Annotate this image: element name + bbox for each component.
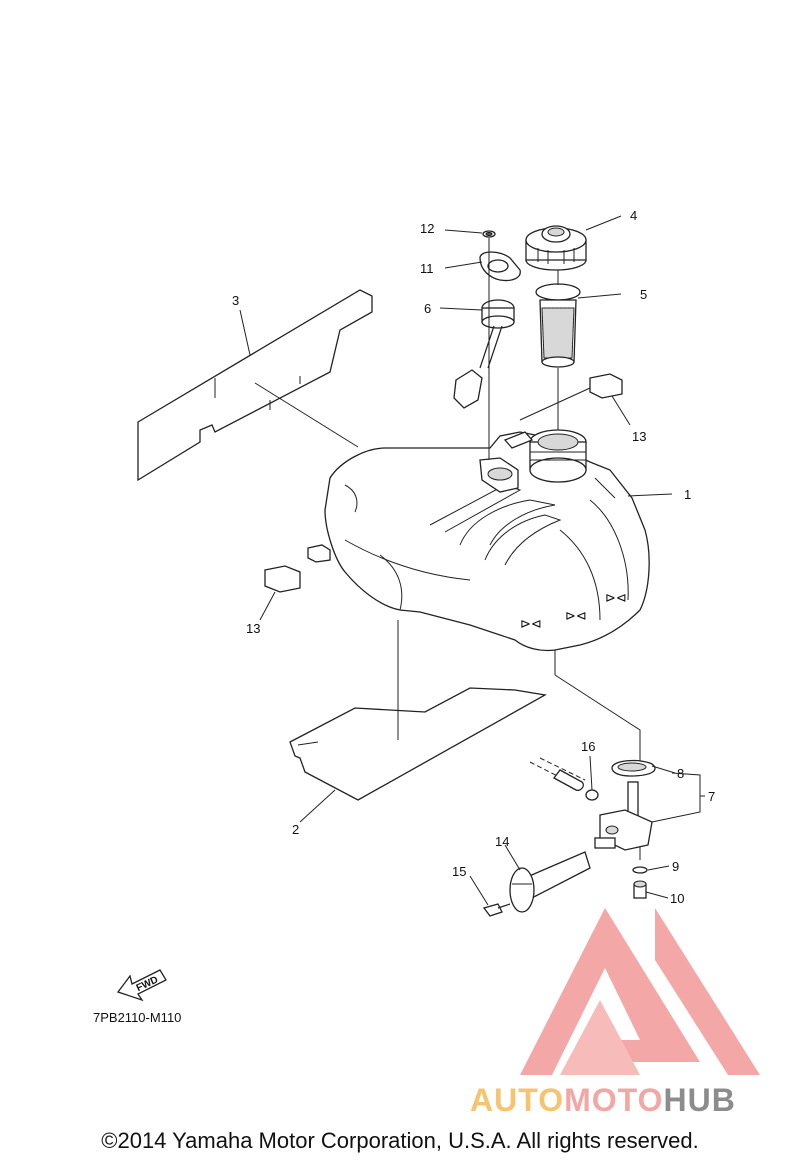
fwd-arrow-icon: FWD bbox=[116, 969, 167, 1002]
diagram-code: 7PB2110-M110 bbox=[93, 1010, 182, 1025]
watermark-part1: AUTO bbox=[470, 1082, 565, 1118]
callout-8: 8 bbox=[677, 766, 684, 781]
part-13-damper-left bbox=[264, 544, 331, 593]
part-3-protector bbox=[137, 289, 373, 482]
callout-1: 1 bbox=[684, 487, 691, 502]
callout-12: 12 bbox=[420, 221, 434, 236]
part-6-sender-unit bbox=[453, 299, 515, 409]
part-8-o-ring bbox=[611, 759, 656, 777]
callout-9: 9 bbox=[672, 859, 679, 874]
callout-11: 11 bbox=[420, 261, 434, 276]
callout-3: 3 bbox=[232, 293, 239, 308]
callout-5: 5 bbox=[640, 287, 647, 302]
callout-6: 6 bbox=[424, 301, 431, 316]
leader-lines bbox=[239, 215, 705, 906]
watermark-part2: MOTO bbox=[564, 1082, 664, 1118]
watermark-part3: HUB bbox=[663, 1082, 736, 1118]
svg-text:⊳⊲: ⊳⊲ bbox=[565, 608, 587, 623]
callout-numbers: 1 2 3 4 5 6 7 8 9 10 11 12 13 13 14 15 1… bbox=[232, 208, 715, 906]
part-2-protector bbox=[289, 620, 547, 801]
part-15-screw bbox=[482, 903, 511, 917]
callout-15: 15 bbox=[452, 864, 466, 879]
part-12-washer bbox=[482, 230, 496, 238]
part-7-fuel-cock bbox=[594, 781, 653, 851]
part-11-gasket bbox=[479, 251, 521, 282]
callout-13-right: 13 bbox=[632, 429, 646, 444]
callout-14: 14 bbox=[495, 834, 509, 849]
callout-7: 7 bbox=[708, 789, 715, 804]
watermark-logo-text: AUTOMOTOHUB bbox=[470, 1082, 736, 1119]
callout-13-left: 13 bbox=[246, 621, 260, 636]
callout-16: 16 bbox=[581, 739, 595, 754]
svg-text:⊳⊲: ⊳⊲ bbox=[605, 590, 627, 605]
fwd-label: FWD bbox=[135, 974, 160, 994]
svg-text:⊳⊲: ⊳⊲ bbox=[520, 616, 542, 631]
callout-4: 4 bbox=[630, 208, 637, 223]
watermark-emblem bbox=[520, 908, 760, 1075]
part-10-screw bbox=[633, 880, 647, 899]
part-14-lever bbox=[509, 851, 591, 913]
callout-2: 2 bbox=[292, 822, 299, 837]
part-9-washer bbox=[632, 866, 648, 874]
copyright-notice: ©2014 Yamaha Motor Corporation, U.S.A. A… bbox=[101, 1128, 699, 1153]
part-13-damper-right bbox=[589, 373, 623, 399]
callout-10: 10 bbox=[670, 891, 684, 906]
part-5-strainer bbox=[535, 283, 581, 368]
part-4-fuel-cap bbox=[525, 225, 587, 271]
part-1-fuel-tank: ⊳⊲ ⊳⊲ ⊳⊲ bbox=[324, 429, 650, 652]
